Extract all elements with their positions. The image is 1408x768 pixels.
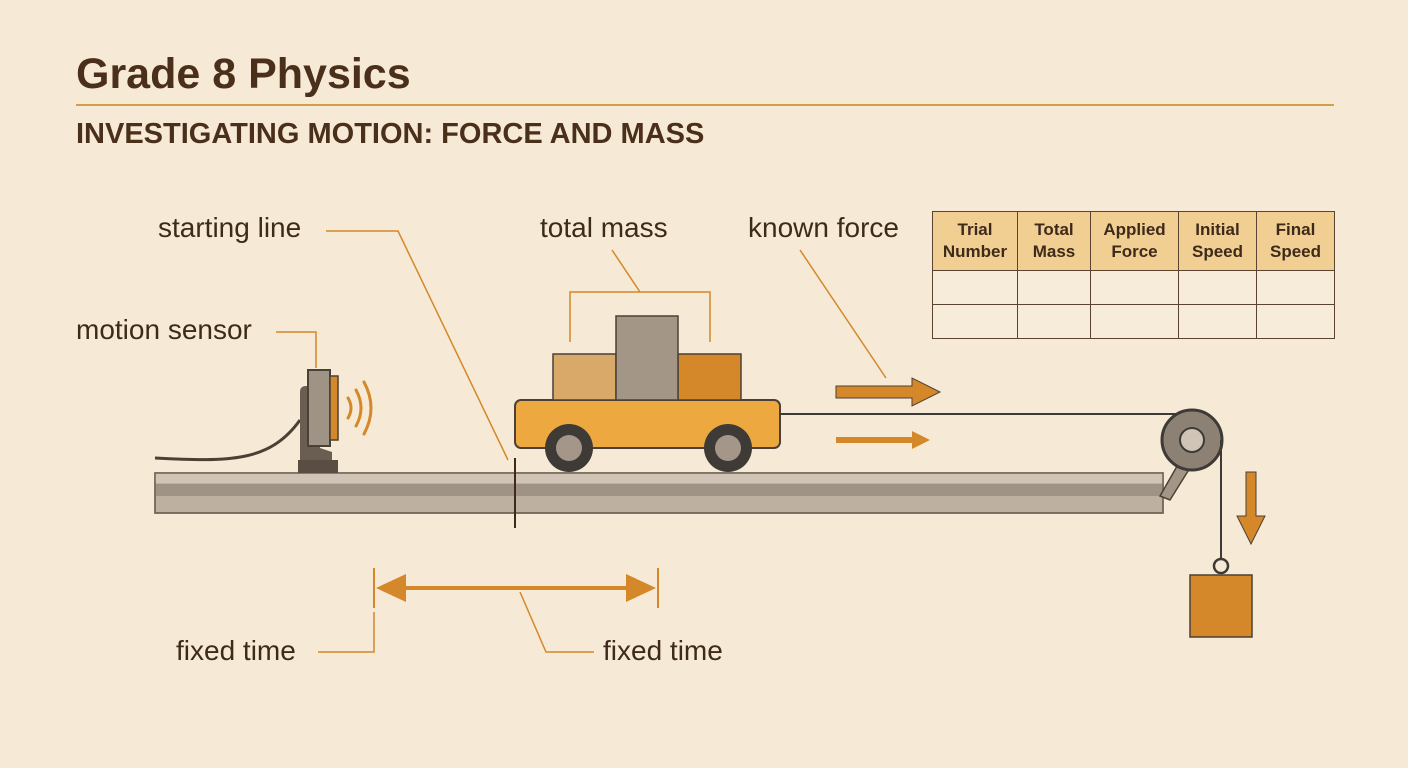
table-cell — [1090, 270, 1179, 305]
distance-arrow-icon — [373, 568, 659, 608]
header-total-mass: Total Mass — [1017, 211, 1091, 271]
page-subtitle: INVESTIGATING MOTION: FORCE AND MASS — [76, 118, 705, 150]
mass-blocks — [552, 315, 742, 401]
sensor-cable — [154, 419, 302, 462]
force-arrow-icon — [835, 377, 942, 407]
fixed-time-right-leader — [519, 591, 594, 653]
data-table: Trial Number Total Mass Applied Force In… — [932, 211, 1335, 339]
cart — [514, 399, 781, 472]
starting-line-label: starting line — [158, 212, 302, 243]
fixed-time-left-label: fixed time — [176, 635, 296, 666]
table-row — [932, 270, 1335, 305]
header-initial-speed: Initial Speed — [1178, 211, 1257, 271]
page-title: Grade 8 Physics — [76, 50, 411, 98]
table-cell — [1090, 304, 1179, 339]
table-cell — [1256, 270, 1335, 305]
track — [154, 472, 1164, 514]
pulley-icon — [1158, 408, 1224, 501]
table-cell — [1017, 270, 1091, 305]
motion-sensor-icon — [298, 369, 339, 473]
starting-line-leader — [326, 230, 509, 461]
known-force-label: known force — [748, 212, 899, 243]
table-row — [932, 304, 1335, 339]
table-cell — [1178, 304, 1257, 339]
motion-sensor-label: motion sensor — [76, 314, 252, 345]
header-trial-number: Trial Number — [932, 211, 1018, 271]
title-divider — [76, 104, 1334, 106]
total-mass-leader — [611, 249, 641, 293]
header-applied-force: Applied Force — [1090, 211, 1179, 271]
motion-arrow-icon — [836, 431, 930, 449]
gravity-arrow-icon — [1236, 471, 1266, 546]
table-cell — [1178, 270, 1257, 305]
leader-lines — [276, 230, 887, 653]
table-header-row: Trial Number Total Mass Applied Force In… — [932, 211, 1335, 271]
table-cell — [1256, 304, 1335, 339]
motion-sensor-leader — [276, 331, 317, 368]
known-force-leader — [799, 249, 887, 379]
table-cell — [932, 304, 1018, 339]
header-final-speed: Final Speed — [1256, 211, 1335, 271]
table-cell — [932, 270, 1018, 305]
fixed-time-right-label: fixed time — [603, 635, 723, 666]
sensor-wave-icon — [346, 380, 373, 436]
total-mass-label: total mass — [540, 212, 668, 243]
hanging-weight — [1189, 557, 1253, 638]
fixed-time-left-leader — [318, 612, 375, 653]
table-cell — [1017, 304, 1091, 339]
